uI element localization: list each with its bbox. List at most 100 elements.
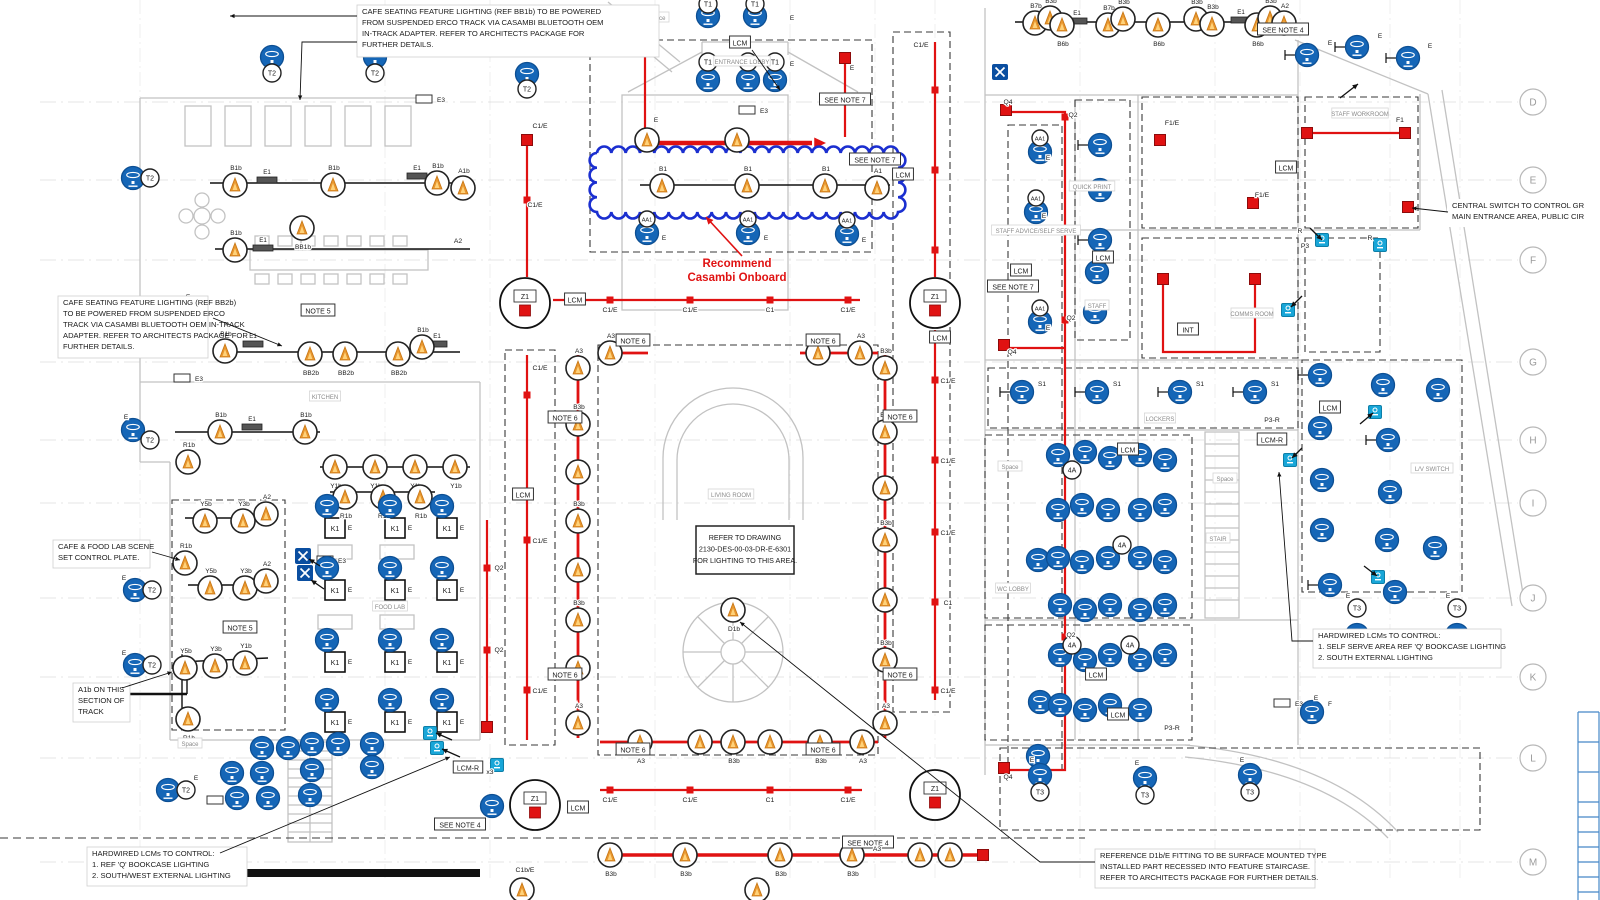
spotlight-flame-core — [744, 184, 750, 191]
k1-label: K1 — [391, 660, 400, 667]
refer-box-rect — [695, 525, 795, 575]
tag-text: 4A — [1126, 643, 1135, 650]
room-label-box — [995, 582, 1031, 594]
spotlight-flame-core — [659, 184, 665, 191]
downlight-lens — [255, 741, 269, 749]
room-label-text: FOOD LAB — [375, 605, 405, 611]
fixture-ref-label: A3 — [859, 758, 867, 765]
int-box-text: INT — [1182, 328, 1194, 335]
downlight-glyph-bar — [130, 597, 140, 599]
downlight-glyph — [1058, 608, 1062, 611]
k1-square — [384, 711, 406, 733]
spotlight-flame-core — [202, 519, 208, 526]
note-box: NOTE 6 — [615, 742, 651, 756]
k1-square — [384, 517, 406, 539]
downlight-symbol — [377, 493, 403, 519]
grid-bubble: H — [1519, 426, 1547, 454]
downlight-glyph-bar — [1053, 462, 1063, 464]
fixture-ref-label: BB1b — [295, 244, 311, 251]
control-tag-circle: AA1 — [638, 210, 656, 228]
fixture-ref-label: B1 — [744, 166, 752, 173]
e3-fitting-symbol: E3 — [415, 94, 447, 105]
annotation-callout: CAFE SEATING FEATURE LIGHTING (REF BB1b)… — [230, 4, 660, 101]
downlight-glyph-bar — [128, 437, 138, 439]
room-label: ENTRANCE LOBBY — [713, 55, 771, 67]
downlight-lens — [1158, 598, 1172, 606]
downlight-glyph — [1058, 708, 1062, 711]
track-spotlight-symbol: R1b — [332, 484, 358, 521]
grid-bubble-letter: D — [1529, 98, 1536, 109]
downlight-symbol — [314, 627, 340, 653]
downlight-glyph-bar — [1105, 465, 1115, 467]
spotlight-flame-core — [1267, 16, 1273, 23]
grid-bubble: E — [1519, 166, 1547, 194]
downlight-symbol — [325, 731, 351, 757]
spotlight-flame-core — [767, 740, 773, 747]
downlight-glyph-bar — [1383, 447, 1393, 449]
tag-text: T2 — [146, 176, 154, 183]
downlight-glyph-bar — [1095, 197, 1105, 199]
lcm-r-box-rect — [452, 760, 484, 774]
zone-label-box — [923, 289, 947, 303]
annotation-leader — [121, 671, 173, 689]
downlight-symbol — [1334, 34, 1370, 60]
tag-circle — [739, 210, 757, 228]
fixture-ref-label: B3b — [573, 501, 585, 508]
downlight-glyph-bar — [1307, 719, 1317, 721]
fixture-ref-label: B6b — [1252, 41, 1264, 48]
downlight-symbol — [1132, 765, 1158, 791]
gateway-glyph — [1377, 240, 1383, 246]
gateway-glyph-bar — [427, 735, 433, 737]
track-spotlight-symbol: BB2b — [332, 341, 358, 378]
downlight-symbol — [1027, 689, 1053, 715]
downlight-glyph-bar — [1077, 569, 1087, 571]
downlight-glyph-bar — [307, 751, 317, 753]
emergency-fitting-symbol — [1154, 134, 1166, 146]
annotation-leader-arrowhead — [175, 556, 180, 561]
zone-circle — [499, 277, 551, 329]
wire-tick — [606, 786, 614, 794]
downlight-lens — [1350, 40, 1364, 48]
lcm-r-box-rect — [1256, 432, 1288, 446]
track-spotlight-symbol — [565, 459, 591, 485]
annotation-leader-arrowhead — [277, 342, 282, 347]
wire-tick — [523, 536, 531, 544]
downlight-symbol — [1370, 372, 1396, 398]
downlight-lens — [265, 50, 279, 58]
circuit-label: C1/E — [940, 378, 956, 385]
tag-text: 4A — [1118, 543, 1127, 550]
annotation-line: CAFE SEATING FEATURE LIGHTING (REF BB2b) — [63, 298, 237, 307]
downlight-lens — [281, 741, 295, 749]
lighting-track-lines — [97, 21, 1292, 728]
note-box: NOTE 6 — [805, 742, 841, 756]
downlight-glyph — [1393, 595, 1397, 598]
circuit-label: R — [1298, 228, 1303, 235]
grid-bubble-letter: H — [1529, 436, 1536, 447]
lcm-r-box-text: LCM-R — [457, 766, 479, 773]
downlight-symbol — [1077, 132, 1113, 158]
e3-fitting-symbol: E3 — [173, 373, 205, 384]
spotlight-flame-core — [734, 138, 740, 145]
room-label: COMMS ROOM — [1230, 307, 1274, 319]
plate-x-icon — [299, 567, 311, 579]
annotation-leader-arrowhead — [298, 95, 303, 100]
tag-text: AA1 — [1031, 197, 1042, 203]
downlight-lens — [1315, 523, 1329, 531]
track-spotlight-symbol — [757, 729, 783, 755]
annotation-line: REFERENCE D1b/E FITTING TO BE SURFACE MO… — [1100, 851, 1327, 860]
emergency-e-label: E — [122, 650, 127, 657]
downlight-glyph — [1163, 608, 1167, 611]
downlight-glyph — [133, 593, 137, 596]
downlight-symbol — [1152, 549, 1178, 575]
fixture-ref-label: R1b — [180, 543, 192, 550]
control-zone — [892, 31, 951, 713]
lcm-box-rect — [1107, 707, 1129, 721]
grid-bubble-circle — [1519, 426, 1547, 454]
downlight-symbol — [377, 555, 403, 581]
spotlight-flame-core — [1155, 23, 1161, 30]
grid-bubble-circle — [1519, 348, 1547, 376]
emergency-e-label: E — [790, 15, 795, 22]
gateway-glyph — [1285, 305, 1291, 311]
tag-text: AA1 — [1035, 137, 1046, 143]
fixture-ref-label: B1b — [432, 163, 444, 170]
